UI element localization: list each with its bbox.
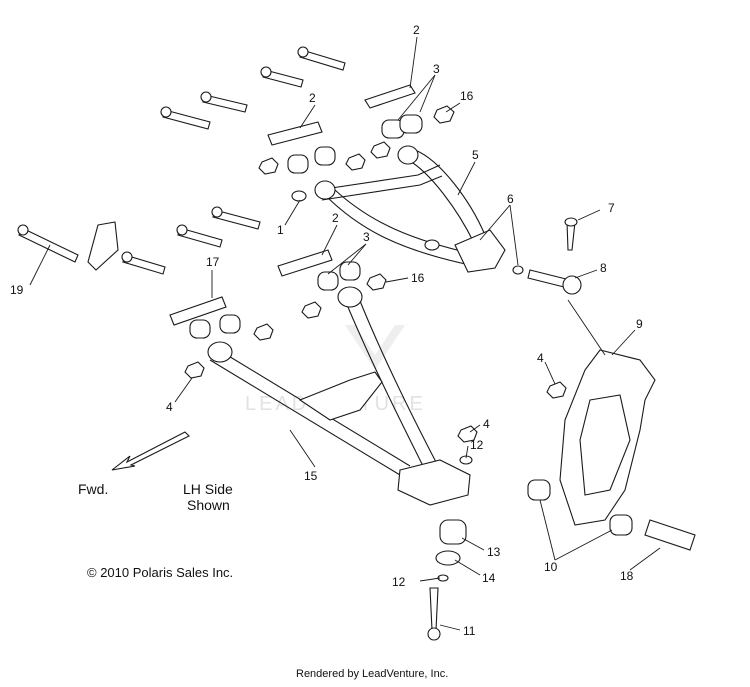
callout-9: 9: [636, 317, 643, 331]
forward-arrow: [111, 431, 190, 471]
upper-bushings: [184, 105, 567, 443]
callout-18: 18: [620, 569, 634, 583]
callouts: 2 3 16 2 5 1 6 7 2 3 8 19 17 16 9 4 4 4 …: [10, 23, 643, 638]
callout-1: 1: [277, 223, 284, 237]
callout-11: 11: [463, 624, 476, 638]
leader-lines: [29, 36, 661, 631]
callout-13: 13: [487, 545, 501, 559]
side-note-line1: LH Side: [183, 481, 233, 497]
callout-12-upper: 12: [470, 438, 484, 452]
callout-19: 19: [10, 283, 24, 297]
side-note-line2: Shown: [187, 497, 230, 513]
footer-credit: Rendered by LeadVenture, Inc.: [296, 668, 448, 680]
callout-14: 14: [482, 571, 496, 585]
callout-12-lower: 12: [392, 575, 406, 589]
callout-4-lower: 4: [483, 417, 490, 431]
callout-4-left: 4: [166, 400, 173, 414]
callout-6: 6: [507, 192, 514, 206]
callout-3-top: 3: [433, 62, 440, 76]
ball-joint: [427, 455, 473, 641]
callout-10: 10: [544, 560, 558, 574]
callout-15: 15: [304, 469, 318, 483]
copyright: © 2010 Polaris Sales Inc.: [87, 565, 233, 580]
spindle: [527, 349, 696, 551]
callout-16-middle: 16: [411, 271, 425, 285]
callout-2-middle: 2: [332, 211, 339, 225]
upper-bolts: [17, 46, 346, 275]
callout-2-upper-left: 2: [309, 91, 316, 105]
fwd-label: Fwd.: [78, 481, 108, 497]
tie-rod-end: [527, 217, 582, 295]
callout-8: 8: [600, 261, 607, 275]
callout-4-right: 4: [537, 351, 544, 365]
callout-17: 17: [206, 255, 220, 269]
callout-3-middle: 3: [363, 230, 370, 244]
upper-a-arm: [314, 145, 506, 273]
callout-7: 7: [608, 201, 615, 215]
callout-2-top: 2: [413, 23, 420, 37]
lower-a-arm: [207, 286, 471, 506]
callout-5: 5: [472, 148, 479, 162]
callout-16-top: 16: [460, 89, 474, 103]
cam-bolts: [87, 84, 416, 326]
